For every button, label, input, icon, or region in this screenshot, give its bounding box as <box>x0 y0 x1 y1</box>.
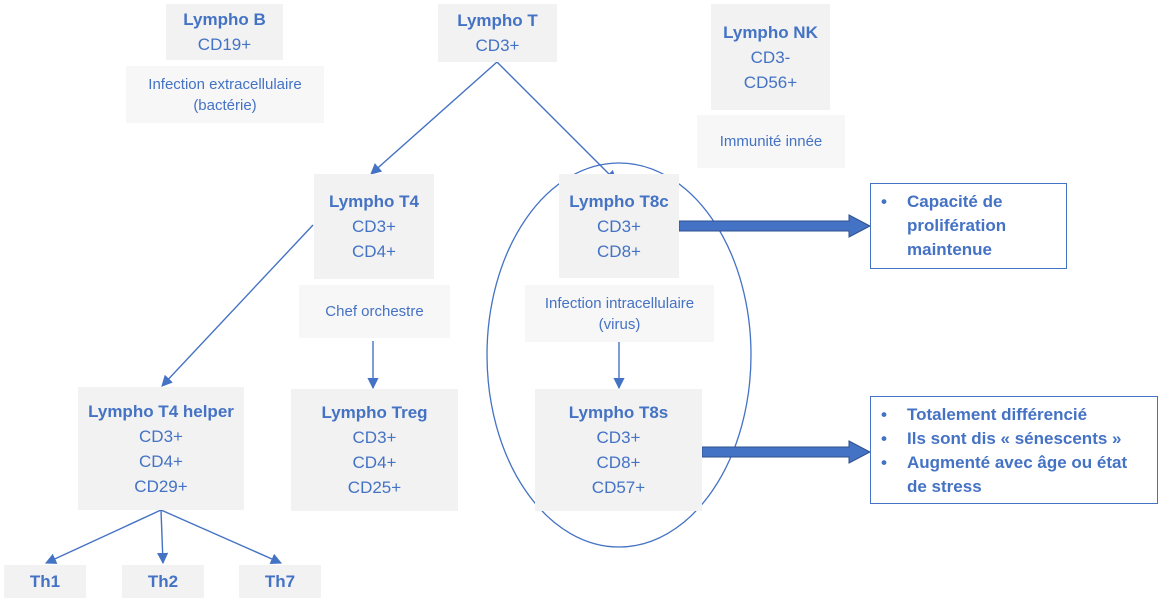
t8-group-ellipse <box>486 162 752 548</box>
lympho-t4-helper-marker-3: CD29+ <box>134 476 188 496</box>
lympho-t4-marker-2: CD4+ <box>352 242 396 261</box>
th2-box: Th2 <box>122 565 204 598</box>
t8s-property-item-1: Totalement différencié <box>877 403 1149 427</box>
t8s-properties-callout: Totalement différencié Ils sont dis « sé… <box>870 396 1158 504</box>
lympho-b-note: Infection extracellulaire (bactérie) <box>126 66 324 123</box>
lympho-t8c-marker-1: CD3+ <box>597 216 641 236</box>
lympho-treg-marker-2: CD4+ <box>352 453 397 472</box>
lympho-t4-note: Chef orchestre <box>299 285 450 338</box>
lympho-t-title: Lympho T <box>457 11 538 30</box>
lympho-treg-marker-1: CD3+ <box>352 428 397 447</box>
block-arrow-t8s-callout <box>701 440 872 464</box>
lympho-b-box: Lympho B CD19+ <box>166 4 283 60</box>
lympho-t8s-title: Lympho T8s <box>568 403 669 422</box>
arrow-t-to-t4 <box>370 61 498 175</box>
lympho-t8s-marker-2: CD8+ <box>596 453 641 472</box>
lympho-t4-helper-marker-1: CD3+ <box>139 426 183 446</box>
lympho-t4-helper-box: Lympho T4 helper CD3+ CD4+ CD29+ <box>78 387 244 510</box>
lympho-t-box: Lympho T CD3+ <box>438 4 557 62</box>
lympho-nk-marker-2: CD56+ <box>743 72 798 92</box>
block-arrow-t8c-callout <box>678 214 872 238</box>
t8s-property-item-2: Ils sont dis « sénescents » <box>877 427 1149 451</box>
arrow-helper-to-th1 <box>44 509 162 564</box>
th1-box: Th1 <box>4 565 86 598</box>
lympho-t4-title: Lympho T4 <box>328 192 420 211</box>
lympho-nk-note: Immunité innée <box>697 115 845 168</box>
lympho-b-title: Lympho B <box>183 10 266 29</box>
lympho-nk-title: Lympho NK <box>723 22 818 42</box>
arrow-helper-to-th7 <box>160 509 283 565</box>
lympho-t8s-marker-3: CD57+ <box>591 478 646 497</box>
lympho-treg-marker-3: CD25+ <box>347 478 402 497</box>
t8c-properties-callout: Capacité de prolifération maintenue <box>870 183 1067 269</box>
th7-box: Th7 <box>239 565 321 598</box>
lympho-t8c-marker-2: CD8+ <box>597 241 641 261</box>
lympho-t4-box: Lympho T4 CD3+ CD4+ <box>314 174 434 279</box>
t8c-property-item: Capacité de prolifération maintenue <box>877 190 1058 262</box>
lympho-t4-helper-title: Lympho T4 helper <box>88 401 234 421</box>
lympho-t4-helper-marker-2: CD4+ <box>139 451 183 471</box>
lympho-treg-title: Lympho Treg <box>321 403 428 422</box>
lympho-t8s-marker-1: CD3+ <box>596 428 641 447</box>
lympho-t8c-title: Lympho T8c <box>569 191 669 211</box>
lympho-b-marker: CD19+ <box>197 35 252 54</box>
lympho-t4-marker-1: CD3+ <box>352 217 396 236</box>
lympho-t-marker: CD3+ <box>475 36 520 55</box>
arrow-helper-to-th2 <box>157 509 169 565</box>
lympho-t8c-box: Lympho T8c CD3+ CD8+ <box>559 174 679 278</box>
arrow-t4-to-helper <box>161 224 314 387</box>
lympho-t8c-note: Infection intracellulaire (virus) <box>525 285 714 342</box>
arrow-t-to-t8c <box>496 61 617 182</box>
lympho-nk-box: Lympho NK CD3- CD56+ <box>711 4 830 110</box>
lympho-nk-marker-1: CD3- <box>750 47 791 67</box>
lympho-treg-box: Lympho Treg CD3+ CD4+ CD25+ <box>291 389 458 511</box>
lympho-t8s-box: Lympho T8s CD3+ CD8+ CD57+ <box>535 389 702 511</box>
t8s-property-item-3: Augmenté avec âge ou état de stress <box>877 451 1149 499</box>
